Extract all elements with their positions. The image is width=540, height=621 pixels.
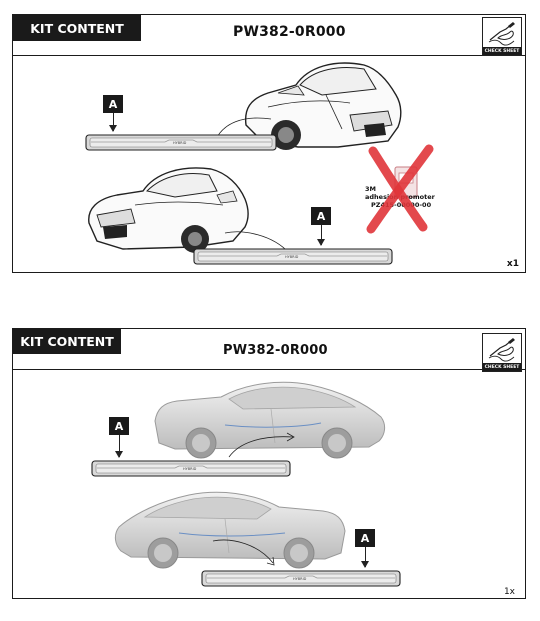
sill-pointer-line: [212, 539, 275, 566]
sill-pointer-line: [224, 231, 290, 254]
kit-content-header: KIT CONTENT: [13, 15, 141, 41]
part-number: PW382-0R000: [233, 24, 346, 40]
part-arrow: [361, 547, 369, 568]
part-label-a: A: [355, 529, 375, 547]
quantity-label: x1: [506, 259, 519, 269]
sill-plate-a: [193, 248, 393, 265]
header-divider: [13, 55, 525, 56]
pen-hand-icon: [488, 22, 515, 46]
pen-hand-icon: [488, 338, 515, 362]
part-arrow: [317, 225, 325, 246]
car-line-art-icon: [88, 167, 249, 253]
part-label-a: A: [103, 95, 123, 113]
sill-pointer-line: [228, 432, 295, 458]
sill-plate-a: [201, 570, 401, 587]
kit-content-panel-1: KIT CONTENT PW382-0R000 CHECK SHEET: [12, 14, 526, 273]
quantity-label: 1x: [503, 587, 515, 597]
sill-plate-logo: HYBRID: [173, 141, 187, 145]
part-label-a: A: [311, 207, 331, 225]
part-arrow: [109, 113, 117, 132]
sill-plate-a: [91, 460, 291, 477]
promoter-brand: 3M: [365, 185, 376, 193]
car-line-art-icon: [244, 62, 402, 150]
check-sheet-button[interactable]: CHECK SHEET: [482, 17, 522, 56]
panel-bottom-border: [12, 272, 526, 273]
header-divider: [13, 369, 525, 370]
sill-plate-logo: HYBRID: [285, 255, 299, 259]
kit-content-header: KIT CONTENT: [13, 329, 121, 354]
kit-content-panel-2: KIT CONTENT PW382-0R000 CHECK SHEET: [12, 328, 526, 599]
part-number: PW382-0R000: [223, 343, 328, 358]
car-render-icon: [154, 381, 386, 459]
sill-plate-logo: HYBRID: [293, 577, 307, 581]
check-sheet-label: CHECK SHEET: [483, 47, 521, 55]
part-arrow: [115, 435, 123, 458]
part-label-a: A: [109, 417, 129, 435]
cross-out-icon: [366, 144, 434, 234]
sill-plate-a: [85, 134, 277, 151]
sill-plate-logo: HYBRID: [183, 467, 197, 471]
promoter-part-number: PZ415-00000-00: [371, 201, 432, 209]
car-render-icon: [114, 491, 346, 569]
panel-bottom-border: [12, 598, 526, 599]
check-sheet-label: CHECK SHEET: [483, 363, 521, 371]
check-sheet-button[interactable]: CHECK SHEET: [482, 333, 522, 372]
